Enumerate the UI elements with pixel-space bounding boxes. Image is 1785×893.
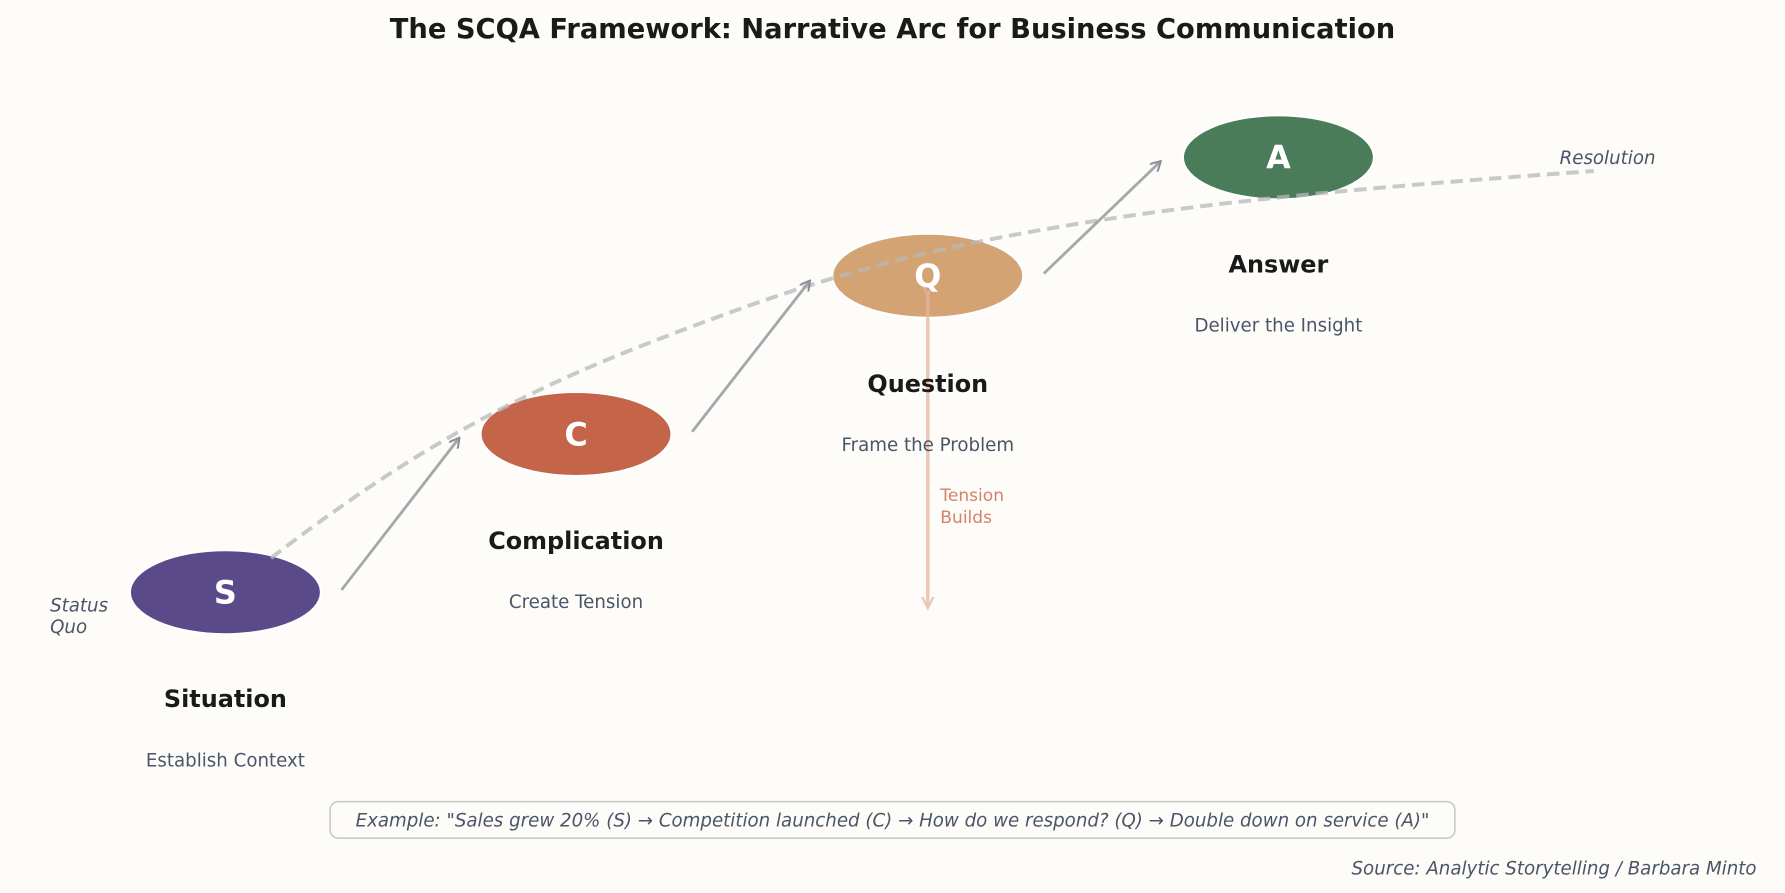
status-quo-label-line1: Status xyxy=(50,596,109,617)
answer-desc: Deliver the Insight xyxy=(1194,316,1362,337)
answer-name: Answer xyxy=(1229,250,1329,278)
situation-ellipse xyxy=(128,548,323,636)
status-quo-label-line2: Quo xyxy=(50,617,87,638)
complication-desc: Create Tension xyxy=(509,592,643,613)
complication-name: Complication xyxy=(488,527,664,555)
question-letter: Q xyxy=(914,257,941,295)
example-text: Example: "Sales grew 20% (S) → Competiti… xyxy=(356,811,1430,832)
question-desc: Frame the Problem xyxy=(841,435,1014,456)
resolution-label: Resolution xyxy=(1560,148,1656,169)
node-situation xyxy=(128,548,323,636)
situation-desc: Establish Context xyxy=(146,750,305,771)
node-complication xyxy=(479,390,673,478)
page-title: The SCQA Framework: Narrative Arc for Bu… xyxy=(390,14,1395,45)
arrow-q-to-a xyxy=(1042,162,1160,275)
question-name: Question xyxy=(867,370,988,398)
example-box xyxy=(329,800,1456,839)
arrow-c-to-q xyxy=(691,281,809,433)
narrative-arc xyxy=(269,169,1594,560)
complication-ellipse xyxy=(479,390,673,478)
situation-name: Situation xyxy=(164,685,287,713)
answer-letter: A xyxy=(1266,139,1291,177)
source-note: Source: Analytic Storytelling / Barbara … xyxy=(1352,859,1757,880)
complication-letter: C xyxy=(564,415,587,453)
situation-letter: S xyxy=(214,574,237,612)
arrow-s-to-c xyxy=(340,439,459,591)
tension-label-line1: Tension xyxy=(939,486,1004,506)
tension-label-line2: Builds xyxy=(940,508,992,528)
